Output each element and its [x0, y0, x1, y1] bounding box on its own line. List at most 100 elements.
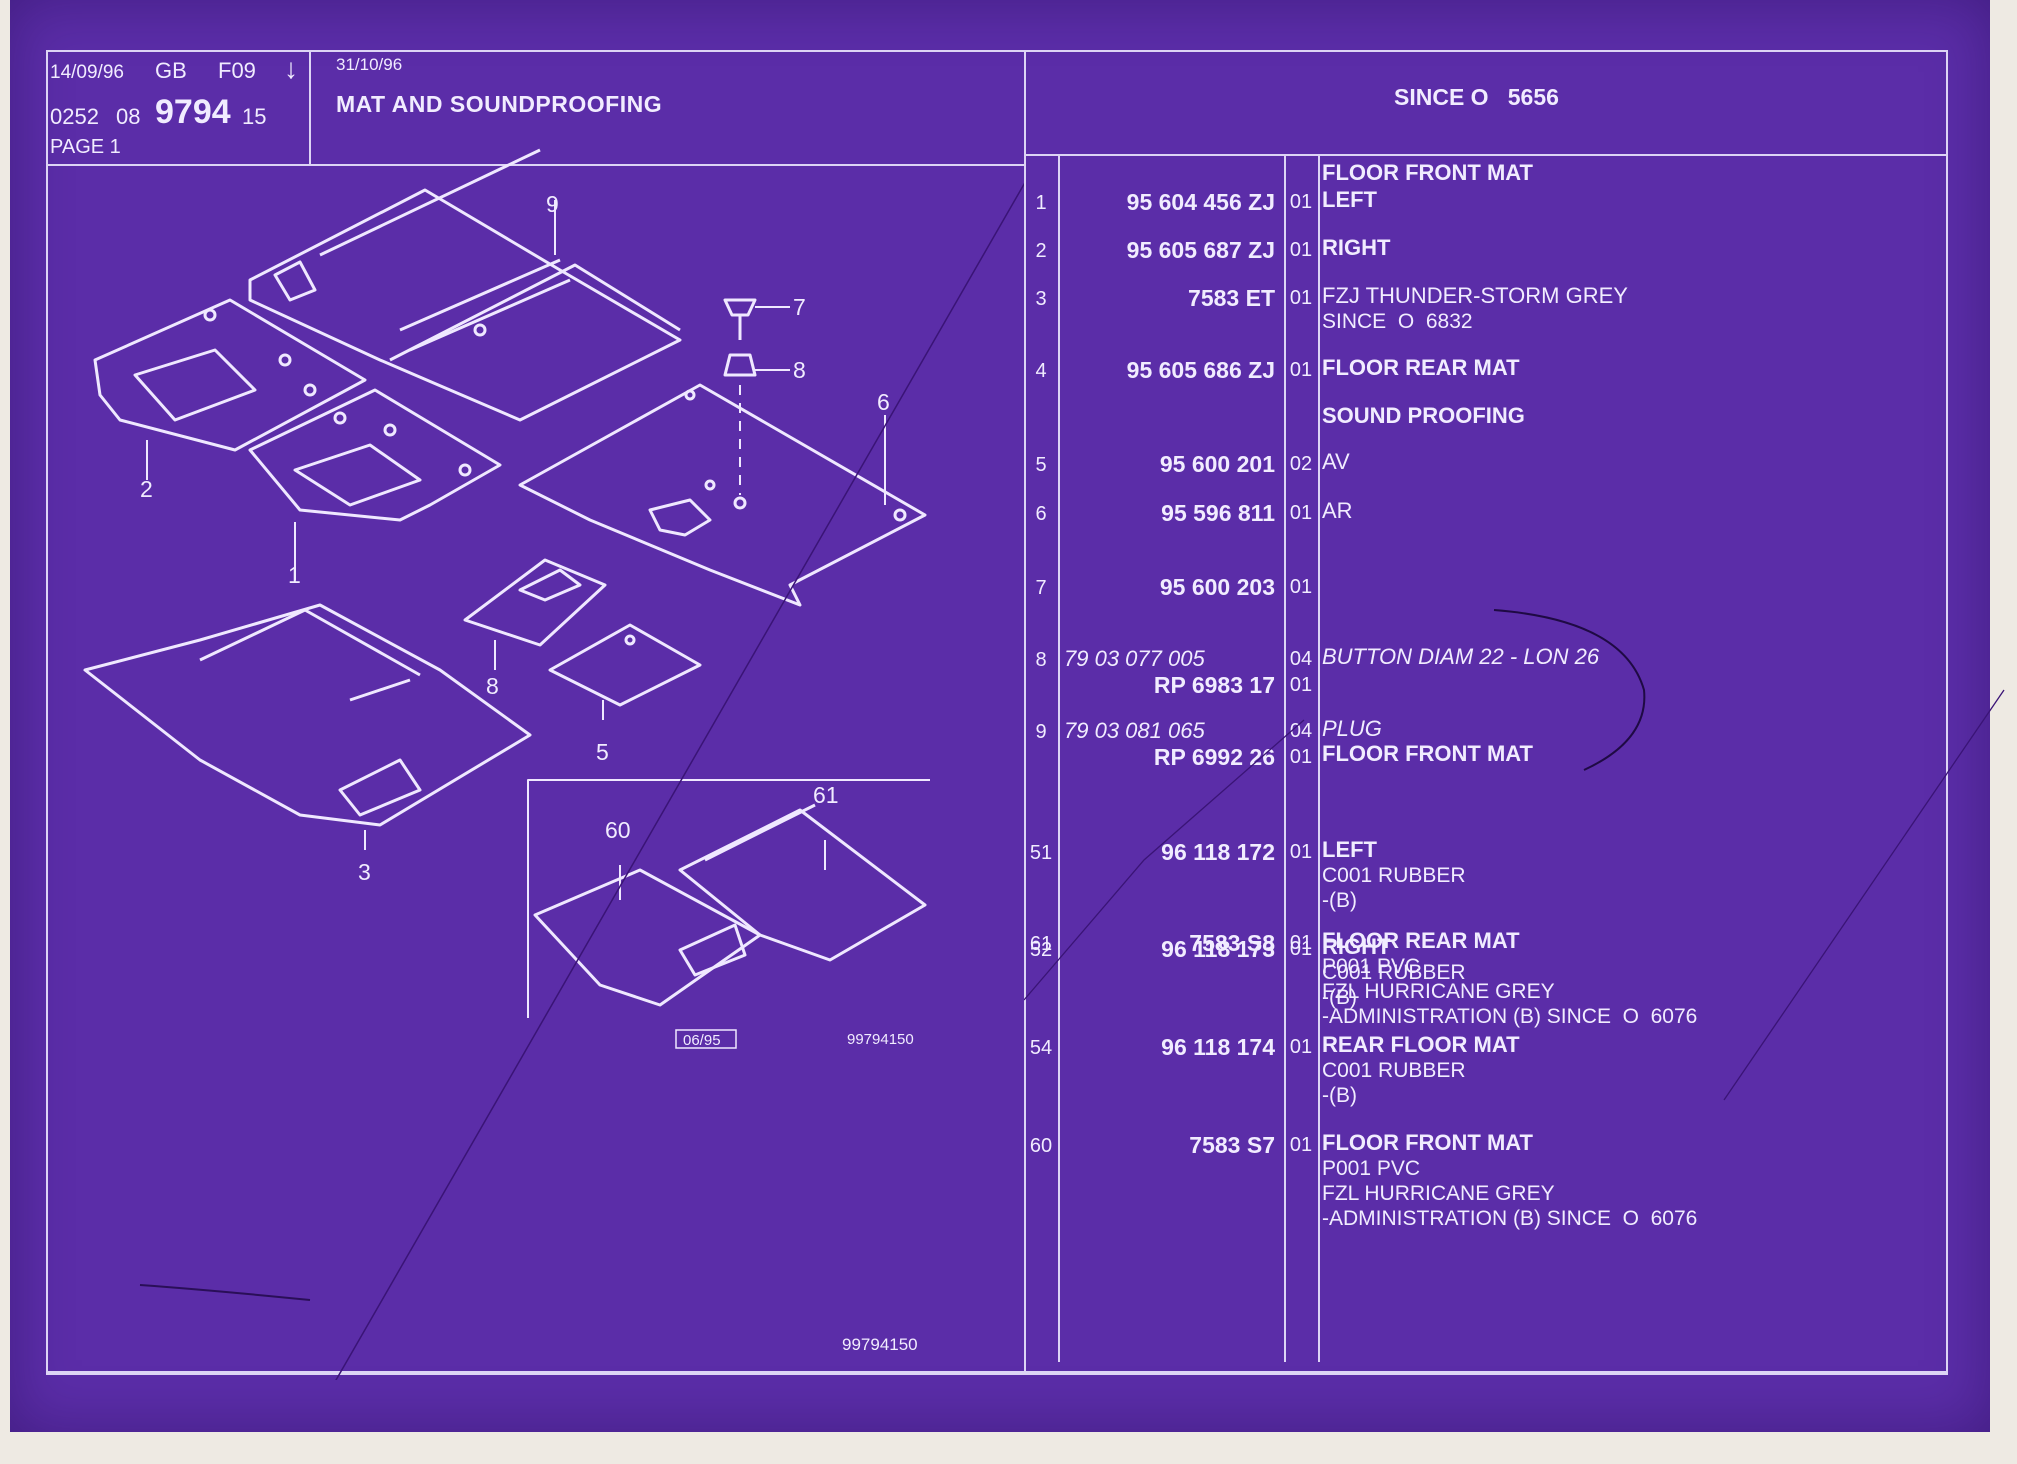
part-description: FLOOR REAR MAT: [1322, 355, 1520, 380]
callout-4: 9: [546, 191, 559, 217]
part-quantity: 01: [1289, 1134, 1313, 1156]
part-reference-alt: 79 03 077 005: [1064, 646, 1205, 671]
part-quantity: 01: [1289, 938, 1313, 960]
part-quantity: 01: [1289, 576, 1313, 598]
footer-ref: 99794150: [842, 1335, 918, 1354]
part-quantity: 01: [1289, 674, 1313, 696]
part-reference: 7583 ET: [1188, 285, 1275, 311]
header-ref-group: 08: [116, 104, 141, 129]
part-number: 54: [1029, 1037, 1053, 1059]
part-number: 52: [1029, 939, 1053, 961]
header-ref-suffix: 15: [242, 104, 267, 129]
part-description: LEFT: [1322, 837, 1377, 862]
page-title: MAT AND SOUNDPROOFING: [336, 91, 663, 117]
callout-9: 8: [793, 357, 806, 383]
inset-mat-60-part: [533, 868, 762, 1007]
part-quantity: 01: [1289, 287, 1313, 309]
part-quantity: 01: [1289, 502, 1313, 524]
callout-6: 6: [877, 389, 890, 415]
part-note: C001 RUBBER: [1322, 961, 1466, 984]
part-description: LEFT: [1322, 187, 1377, 212]
part-quantity: 04: [1289, 720, 1313, 742]
part-note: -(B): [1322, 986, 1357, 1009]
header-ref-main: 9794: [155, 93, 231, 131]
footer-line: [46, 1373, 1948, 1375]
col-line-3: [1318, 156, 1320, 1362]
part-quantity: 01: [1289, 239, 1313, 261]
part-number: 8: [1035, 649, 1047, 671]
part-quantity: 02: [1289, 453, 1313, 475]
part-description: FLOOR FRONT MAT: [1322, 741, 1533, 766]
col-line-2: [1284, 156, 1286, 1362]
part-reference: 96 118 172: [1161, 839, 1275, 865]
soundproofing-7-part: [463, 558, 607, 647]
callout-61: 61: [813, 782, 839, 808]
header-issue-date: 31/10/96: [336, 55, 403, 74]
part-reference: 95 605 687 ZJ: [1126, 237, 1275, 263]
arrow-down-icon: ↓: [284, 53, 298, 84]
part-description: PLUG: [1322, 716, 1382, 741]
part-quantity: 01: [1289, 359, 1313, 381]
header-since: SINCE O 5656: [1394, 84, 1559, 110]
part-number: 4: [1035, 360, 1047, 382]
part-reference: RP 6983 17: [1153, 672, 1275, 698]
part-reference: 95 596 811: [1161, 500, 1275, 526]
part-description: FZJ THUNDER-STORM GREY: [1322, 283, 1628, 308]
part-note: -ADMINISTRATION (B) SINCE O 6076: [1322, 1207, 1698, 1230]
callout-3: 3: [358, 859, 371, 885]
part-note: P001 PVC: [1322, 955, 1421, 978]
part-note: -(B): [1322, 889, 1357, 912]
part-quantity: 01: [1289, 932, 1313, 954]
callout-7: 8: [486, 673, 499, 699]
front-mat-right-part: [248, 388, 502, 522]
part-note: C001 RUBBER: [1322, 1059, 1466, 1082]
header-lang: GB: [155, 58, 187, 83]
part-number: 3: [1035, 288, 1047, 310]
header-code: F09: [218, 58, 256, 83]
inset-date: 06/95: [683, 1032, 721, 1049]
soundproofing-5-part: [548, 623, 702, 707]
microfiche-slide: [10, 0, 1990, 1432]
callout-1: 1: [288, 562, 301, 588]
part-number: 9: [1035, 721, 1047, 743]
front-mat-left-part: [93, 298, 367, 452]
callout-8: 7: [793, 294, 806, 320]
part-description: FLOOR FRONT MAT: [1322, 160, 1533, 185]
outer-frame: [46, 50, 1948, 1373]
inset-date-box: [675, 1029, 737, 1049]
part-reference-alt: 79 03 081 065: [1064, 718, 1205, 743]
part-reference: 7583 S8: [1189, 930, 1275, 956]
scratch-overlay: [1024, 609, 2005, 1101]
part-description: AV: [1322, 449, 1350, 474]
part-quantity: 04: [1289, 648, 1313, 670]
part-reference: 95 604 456 ZJ: [1126, 189, 1275, 215]
callout-60: 60: [605, 817, 631, 843]
inset-ref: 99794150: [847, 1031, 914, 1048]
part-note: C001 RUBBER: [1322, 864, 1466, 887]
part-quantity: 01: [1289, 191, 1313, 213]
part-quantity: 01: [1289, 746, 1313, 768]
part-reference: 96 118 174: [1161, 1034, 1275, 1060]
part-number: 6: [1035, 503, 1047, 525]
header-bottom-right: [1024, 154, 1948, 156]
part-note: -ADMINISTRATION (B) SINCE O 6076: [1322, 1005, 1698, 1028]
part-description: RIGHT: [1322, 235, 1391, 260]
part-number: 51: [1029, 842, 1053, 864]
part-note: -(B): [1322, 1084, 1357, 1107]
part-description: BUTTON DIAM 22 - LON 26: [1322, 644, 1600, 669]
part-quantity: 01: [1289, 841, 1313, 863]
soundproofing-part: [518, 383, 927, 607]
part-note: FZL HURRICANE GREY: [1322, 980, 1555, 1003]
callout-2: 2: [140, 476, 153, 502]
part-description: RIGHT: [1322, 934, 1391, 959]
part-reference: 95 600 203: [1159, 574, 1275, 600]
part-number: 60: [1029, 1135, 1053, 1157]
part-quantity: 01: [1289, 1036, 1313, 1058]
part-note: SINCE O 6832: [1322, 310, 1473, 333]
part-number: 5: [1035, 454, 1047, 476]
part-description: FLOOR REAR MAT: [1322, 928, 1520, 953]
part-description: AR: [1322, 498, 1353, 523]
part-reference: RP 6992 26: [1153, 744, 1275, 770]
button-fastener-part: [723, 298, 757, 510]
col-line-1: [1058, 156, 1060, 1362]
